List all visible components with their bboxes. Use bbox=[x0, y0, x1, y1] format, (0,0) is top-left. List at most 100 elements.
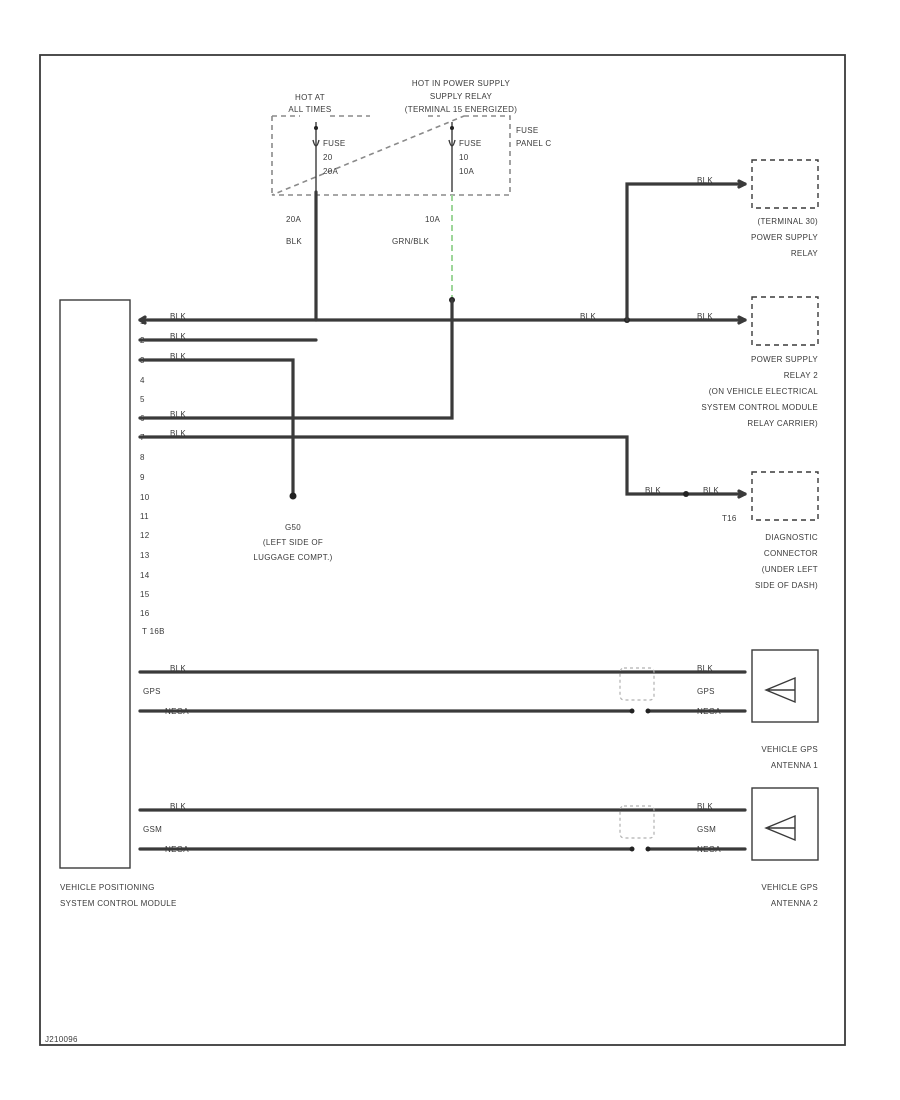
ground-point bbox=[289, 492, 297, 500]
wire-diag-color-1: BLK bbox=[645, 486, 661, 495]
pin-10: 10 bbox=[140, 493, 150, 502]
hot-in-label-2: SUPPLY RELAY bbox=[430, 92, 493, 101]
diagnostic-connector-box bbox=[751, 471, 819, 521]
antenna2-label-2: ANTENNA 2 bbox=[771, 899, 818, 908]
fuse-right-top-contact bbox=[450, 126, 454, 130]
antenna1-icon bbox=[764, 676, 796, 704]
gps-antenna2-box bbox=[751, 787, 819, 861]
arrow-pin1 bbox=[138, 315, 147, 325]
module-connector-label: T 16B bbox=[142, 627, 165, 636]
module-label-1: VEHICLE POSITIONING bbox=[60, 883, 155, 892]
pin-15: 15 bbox=[140, 590, 150, 599]
control-module-box bbox=[59, 299, 131, 869]
diagram-frame bbox=[39, 54, 846, 1046]
terminal30-relay-box bbox=[751, 159, 819, 209]
power-relay2-label-2: RELAY 2 bbox=[784, 371, 819, 380]
gsm-signal-color-l: NEGA bbox=[165, 845, 189, 854]
power-relay2-label-1: POWER SUPPLY bbox=[751, 355, 818, 364]
gps-label-r: GPS bbox=[697, 687, 715, 696]
antenna1-label-1: VEHICLE GPS bbox=[761, 745, 818, 754]
gsm-label-l: GSM bbox=[143, 825, 162, 834]
wire-pin3-color: BLK bbox=[170, 352, 186, 361]
ground-label-1: G50 bbox=[285, 523, 301, 532]
pin-4: 4 bbox=[140, 376, 145, 385]
power-relay2-box bbox=[751, 296, 819, 346]
right-rating-label: 10A bbox=[425, 215, 440, 224]
left-wire-color-label: BLK bbox=[286, 237, 302, 246]
fuse-panel-label-2: PANEL C bbox=[516, 139, 551, 148]
wire-diag-color-2: BLK bbox=[703, 486, 719, 495]
fuse-right-label-1: FUSE bbox=[459, 139, 482, 148]
gps-shield-color-l: BLK bbox=[170, 664, 186, 673]
diag-label-3: (UNDER LEFT bbox=[762, 565, 818, 574]
pin-11: 11 bbox=[140, 512, 149, 521]
left-rating-label: 20A bbox=[286, 215, 301, 224]
antenna1-label-2: ANTENNA 1 bbox=[771, 761, 818, 770]
gps-inline-connector bbox=[619, 667, 655, 701]
gps-label-l: GPS bbox=[143, 687, 161, 696]
gps-antenna2-circuit: BLK BLK GSM GSM NEGA NEGA VEHICLE GPS AN… bbox=[138, 787, 819, 908]
gsm-shield-color-r: BLK bbox=[697, 802, 713, 811]
arrow-diag-in bbox=[737, 489, 747, 499]
diag-label-4: SIDE OF DASH) bbox=[755, 581, 818, 590]
pin-5: 5 bbox=[140, 395, 145, 404]
fuse-right-element bbox=[448, 139, 456, 147]
wire-to-terminal30-relay bbox=[625, 182, 747, 322]
gsm-connector-dot-b bbox=[645, 846, 651, 852]
fuse-left-label-2: 20 bbox=[323, 153, 333, 162]
gps-signal-color-l: NEGA bbox=[165, 707, 189, 716]
gps-antenna1-box bbox=[751, 649, 819, 723]
wire-row1-color-mid: BLK bbox=[580, 312, 596, 321]
wire-terminal30-color: BLK bbox=[697, 176, 713, 185]
gps-signal-color-r: NEGA bbox=[697, 707, 721, 716]
arrow-terminal30-in bbox=[737, 179, 747, 189]
hot-at-all-times-label-2: ALL TIMES bbox=[288, 105, 331, 114]
gsm-connector-dot-a bbox=[629, 846, 635, 852]
diag-label-1: DIAGNOSTIC bbox=[765, 533, 818, 542]
module-pins: 1 2 3 4 5 6 7 8 9 10 11 12 13 14 15 16 bbox=[140, 317, 150, 618]
fuse-panel-outline bbox=[271, 115, 511, 196]
gps-connector-dot-b bbox=[645, 708, 651, 714]
gsm-shield-color-l: BLK bbox=[170, 802, 186, 811]
antenna2-label-1: VEHICLE GPS bbox=[761, 883, 818, 892]
wire-pin1-color: BLK bbox=[170, 312, 186, 321]
splice-diag bbox=[683, 491, 689, 497]
right-wire-color-label: GRN/BLK bbox=[392, 237, 430, 246]
pin-16: 16 bbox=[140, 609, 150, 618]
pin-14: 14 bbox=[140, 571, 150, 580]
terminal30-label-3: RELAY bbox=[791, 249, 819, 258]
antenna2-icon bbox=[764, 814, 796, 842]
fuse-left-top-contact bbox=[314, 126, 318, 130]
fuse-right-label-2: 10 bbox=[459, 153, 469, 162]
pin-13: 13 bbox=[140, 551, 150, 560]
wire-row1-color-right: BLK bbox=[697, 312, 713, 321]
power-relay2-label-5: RELAY CARRIER) bbox=[747, 419, 818, 428]
gps-antenna1-circuit: BLK BLK GPS GPS NEGA NEGA VEHICLE GPS AN… bbox=[138, 649, 819, 770]
ground-label-3: LUGGAGE COMPT.) bbox=[253, 553, 332, 562]
fuse-left-element bbox=[312, 139, 320, 147]
wire-pin7-color: BLK bbox=[170, 429, 186, 438]
fuse-block: HOT AT ALL TIMES HOT IN POWER SUPPLY SUP… bbox=[271, 79, 551, 246]
footer-code: J210096 bbox=[45, 1035, 78, 1044]
hot-in-label-1: HOT IN POWER SUPPLY bbox=[412, 79, 511, 88]
gsm-signal-color-r: NEGA bbox=[697, 845, 721, 854]
hot-at-all-times-label-1: HOT AT bbox=[295, 93, 325, 102]
fuse-left-label-1: FUSE bbox=[323, 139, 346, 148]
terminal30-label-2: POWER SUPPLY bbox=[751, 233, 818, 242]
gsm-inline-connector bbox=[619, 805, 655, 839]
diag-label-2: CONNECTOR bbox=[764, 549, 818, 558]
gps-connector-dot-a bbox=[629, 708, 635, 714]
fuse-left-label-3: 20A bbox=[323, 167, 338, 176]
gps-shield-color-r: BLK bbox=[697, 664, 713, 673]
module-label-2: SYSTEM CONTROL MODULE bbox=[60, 899, 177, 908]
fuse-panel-label-1: FUSE bbox=[516, 126, 539, 135]
terminal30-label-1: (TERMINAL 30) bbox=[757, 217, 818, 226]
power-relay2-label-4: SYSTEM CONTROL MODULE bbox=[701, 403, 818, 412]
ground-label-2: (LEFT SIDE OF bbox=[263, 538, 323, 547]
wire-pin3-ground bbox=[138, 358, 295, 496]
arrow-relay2-in bbox=[737, 315, 747, 325]
wire-pin6-fuse10 bbox=[138, 298, 454, 420]
hot-in-label-3: (TERMINAL 15 ENERGIZED) bbox=[405, 105, 517, 114]
pin-12: 12 bbox=[140, 531, 150, 540]
